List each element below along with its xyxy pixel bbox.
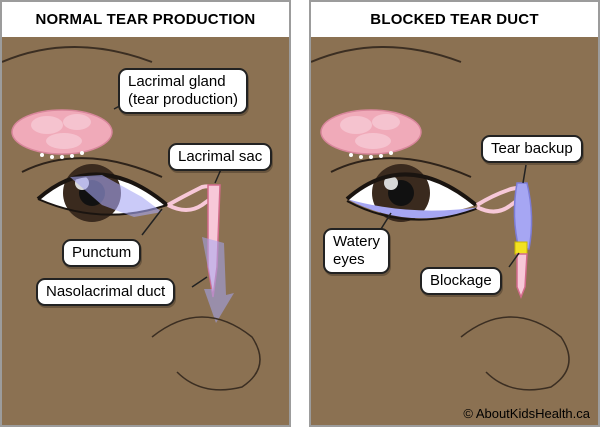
upper-eyelid bbox=[345, 172, 478, 207]
lower-duct bbox=[516, 253, 528, 300]
nose-outline bbox=[460, 316, 570, 391]
label-blockage: Blockage bbox=[420, 267, 502, 295]
pooled-tears bbox=[347, 199, 481, 219]
lid-crease bbox=[330, 157, 472, 178]
blocked-eye-illustration bbox=[311, 37, 598, 425]
label-lacrimal-gland: Lacrimal gland (tear production) bbox=[118, 68, 249, 114]
copyright-credit: © AboutKidsHealth.ca bbox=[463, 406, 590, 421]
upper-eyelid bbox=[36, 172, 169, 207]
tear-backup-sac bbox=[513, 182, 533, 250]
label-watery-eyes: Watery eyes bbox=[323, 228, 390, 274]
blockage-marker bbox=[514, 241, 528, 255]
leader-line-watery bbox=[380, 212, 392, 230]
label-lacrimal-sac: Lacrimal sac bbox=[168, 143, 273, 171]
label-nasolacrimal-duct: Nasolacrimal duct bbox=[36, 278, 176, 306]
tear-flow-arrow bbox=[70, 175, 162, 217]
panel-normal-tear-production: NORMAL TEAR PRODUCTION bbox=[0, 0, 291, 427]
lid-crease bbox=[21, 157, 163, 178]
eye-highlight bbox=[384, 176, 398, 190]
brow-line bbox=[311, 46, 462, 63]
lower-eyelid bbox=[346, 200, 482, 221]
leader-line-duct bbox=[191, 276, 208, 288]
panel-title: NORMAL TEAR PRODUCTION bbox=[2, 2, 289, 36]
brow-line bbox=[2, 46, 153, 63]
leader-line-punctum bbox=[141, 208, 163, 236]
leader-line-backup bbox=[522, 164, 527, 184]
lacrimal-gland-shape bbox=[11, 109, 113, 159]
label-tear-backup: Tear backup bbox=[481, 135, 583, 163]
drain-flow-arrow bbox=[202, 237, 234, 323]
label-punctum: Punctum bbox=[62, 239, 142, 267]
panel-title: BLOCKED TEAR DUCT bbox=[311, 2, 598, 36]
lacrimal-gland-shape bbox=[320, 109, 422, 159]
nose-outline bbox=[151, 316, 261, 391]
panel-blocked-tear-duct: BLOCKED TEAR DUCT bbox=[309, 0, 600, 427]
leader-line-blockage bbox=[508, 252, 520, 268]
